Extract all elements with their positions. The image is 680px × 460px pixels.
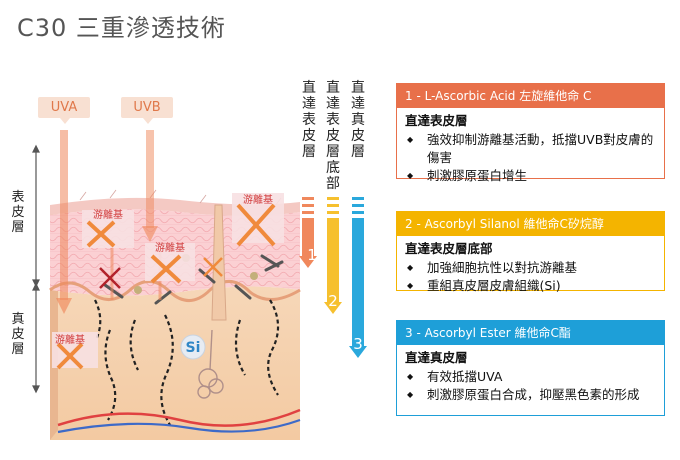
uva-pointer	[60, 118, 70, 124]
column-label-1: 直達表皮層	[302, 80, 316, 160]
damaged-cell	[203, 257, 223, 277]
free-radical-2	[145, 243, 195, 284]
panel-list: 強效抑制游離基活動，抵擋UVB對皮膚的傷害 刺激膠原蛋白增生	[397, 131, 664, 185]
penetration-column-2: 2	[324, 197, 342, 314]
column-label-2: 直達表皮層底部	[326, 80, 340, 192]
free-radical-label: 游離基	[55, 333, 85, 346]
panel-header: 3 - Ascorbyl Ester 維他命C酯	[397, 321, 664, 345]
list-item: 強效抑制游離基活動，抵擋UVB對皮膚的傷害	[407, 131, 658, 167]
panel-ascorbyl-ester: 3 - Ascorbyl Ester 維他命C酯 直達真皮層 有效抵擋UVA 刺…	[396, 320, 665, 416]
dermis-layer	[50, 286, 300, 440]
uvb-pointer	[143, 118, 153, 124]
list-item: 刺激膠原蛋白增生	[407, 167, 658, 185]
page-title: C30 三重滲透技術	[17, 14, 226, 42]
uvb-ray	[142, 130, 158, 242]
svg-text:1: 1	[307, 246, 317, 264]
panel-header: 2 - Ascorbyl Silanol 維他命C矽烷醇	[397, 212, 664, 236]
uva-label: UVA	[38, 97, 90, 118]
free-radical-label: 游離基	[155, 241, 185, 254]
penetration-column-3: 3	[349, 197, 367, 358]
penetration-column-1: 1	[299, 197, 317, 268]
panel-subtitle: 直達表皮層底部	[405, 241, 493, 256]
layer-brackets	[32, 144, 40, 394]
list-item: 刺激膠原蛋白合成，抑壓黑色素的形成	[407, 386, 658, 404]
epidermis-label: 表皮層	[11, 190, 25, 235]
svg-text:3: 3	[353, 335, 363, 353]
list-item: 重組真皮層皮膚組織(Si)	[407, 277, 658, 295]
panel-list: 加強細胞抗性以對抗游離基 重組真皮層皮膚組織(Si)	[397, 259, 664, 295]
free-radical-4	[52, 332, 98, 370]
panel-subtitle: 直達真皮層	[405, 350, 468, 365]
panel-ascorbyl-silanol: 2 - Ascorbyl Silanol 維他命C矽烷醇 直達表皮層底部 加強細…	[396, 211, 665, 295]
free-radical-3	[232, 193, 284, 247]
dermis-label: 真皮層	[11, 312, 25, 357]
panel-header: 1 - L-Ascorbic Acid 左旋維他命 C	[397, 84, 664, 108]
svg-text:2: 2	[328, 292, 338, 310]
silicon-marker: Si	[186, 340, 201, 356]
skin-diagram: 游離基 游離基 游離基 游離基 Si 1 2 3	[32, 130, 367, 440]
panel-subtitle: 直達表皮層	[405, 113, 468, 128]
column-label-3: 直達真皮層	[351, 80, 365, 160]
uva-ray	[56, 130, 72, 314]
panel-list: 有效抵擋UVA 刺激膠原蛋白合成，抑壓黑色素的形成	[397, 368, 664, 404]
free-radical-1	[82, 210, 134, 248]
free-radical-label: 游離基	[93, 208, 123, 221]
list-item: 加強細胞抗性以對抗游離基	[407, 259, 658, 277]
list-item: 有效抵擋UVA	[407, 368, 658, 386]
uvb-label: UVB	[121, 97, 173, 118]
panel-l-ascorbic-acid: 1 - L-Ascorbic Acid 左旋維他命 C 直達表皮層 強效抑制游離…	[396, 83, 665, 185]
damaged-cell	[99, 267, 121, 289]
free-radical-label: 游離基	[243, 193, 273, 206]
